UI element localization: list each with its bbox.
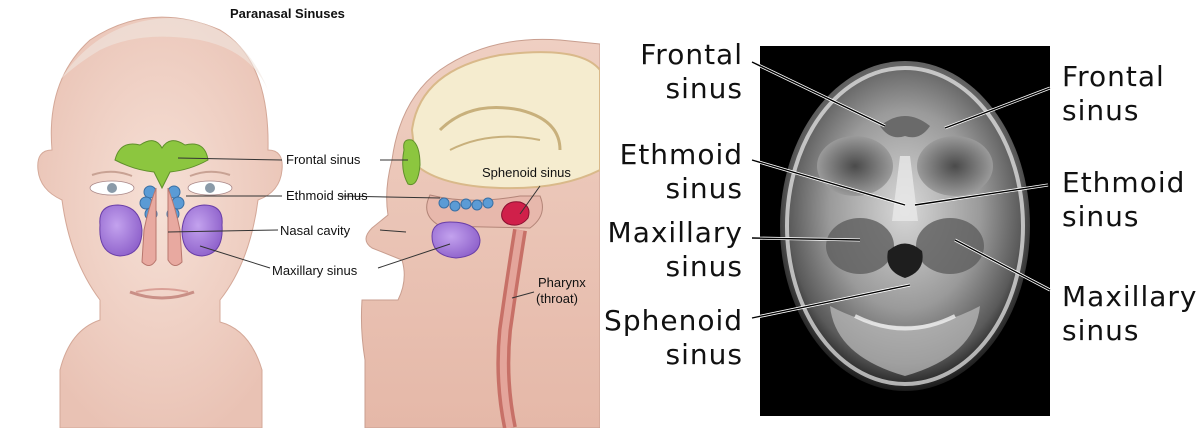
label-ethmoid-sinus: Ethmoid sinus — [286, 188, 368, 203]
label-frontal-sinus: Frontal sinus — [286, 152, 361, 167]
side-head — [361, 39, 600, 428]
illustration-title: Paranasal Sinuses — [230, 6, 345, 21]
label-sphenoid-sinus: Sphenoid sinus — [482, 165, 571, 180]
xray-left-orbit — [817, 136, 893, 196]
front-face — [38, 17, 282, 428]
side-frontal-sinus — [403, 140, 420, 185]
label-throat: (throat) — [536, 291, 578, 306]
label-nasal-cavity: Nasal cavity — [280, 223, 351, 238]
label-pharynx: Pharynx — [538, 275, 586, 290]
anatomy-illustration: Paranasal Sinuses Frontal sinus Ethmoid … — [0, 0, 600, 428]
xray-left-maxillary — [826, 218, 894, 274]
xray-right-maxillary — [916, 218, 984, 274]
side-sphenoid-sinus — [502, 202, 529, 225]
side-maxillary-sinus — [432, 222, 480, 258]
xray-image — [760, 46, 1050, 416]
label-maxillary-sinus: Maxillary sinus — [272, 263, 358, 278]
xray-right-orbit — [917, 136, 993, 196]
